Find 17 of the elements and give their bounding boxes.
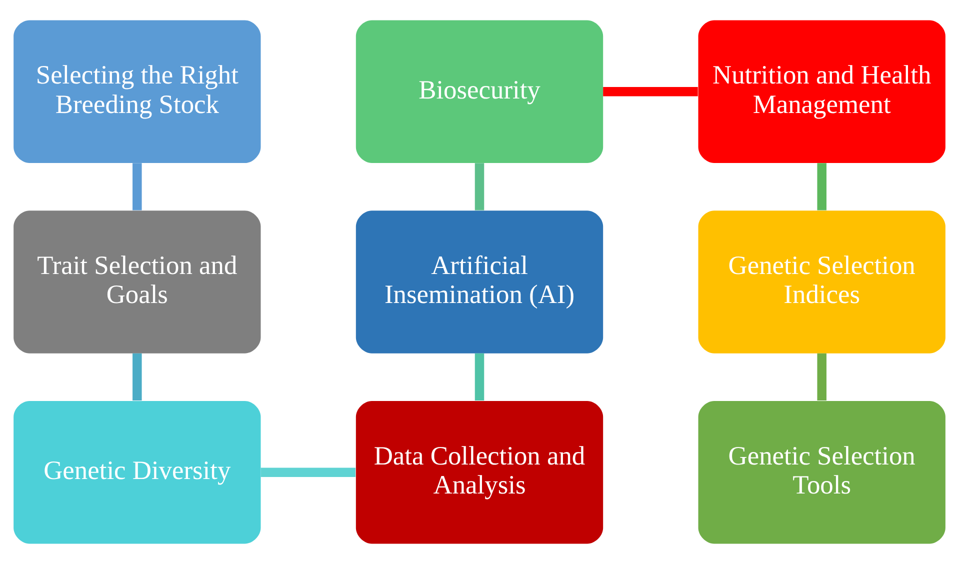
node-box: Biosecurity [356,20,604,163]
connector [474,352,484,400]
connector [132,352,142,400]
node-box: Genetic Selection Indices [698,210,946,353]
connector [817,162,826,210]
node-box: Data Collection and Analysis [356,400,604,544]
connector [474,162,484,210]
node-box: Artificial Insemination (AI) [356,210,604,353]
connector [132,162,142,210]
node-box: Genetic Selection Tools [698,400,946,544]
connector [260,467,356,476]
node-box: Genetic Diversity [14,400,261,544]
node-box: Trait Selection and Goals [14,210,261,353]
node-box: Nutrition and Health Management [698,20,946,163]
connector [603,86,698,96]
node-box: Selecting the Right Breeding Stock [14,20,261,163]
connector [817,352,826,400]
